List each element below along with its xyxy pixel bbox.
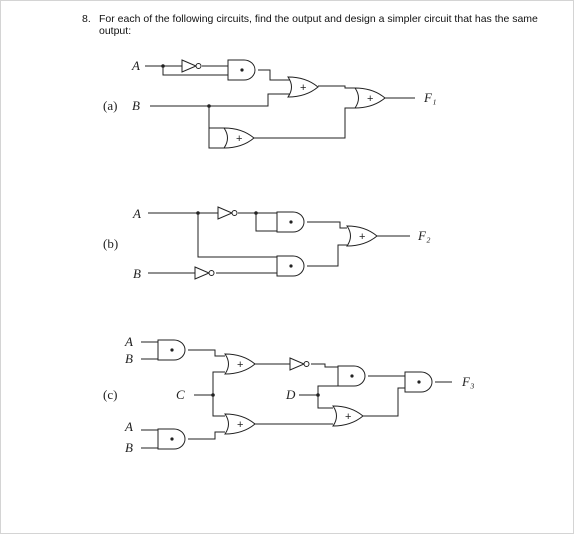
circuit-b-not-gate-2 <box>194 266 215 280</box>
circuit-a: (a) A B <box>103 58 436 149</box>
question-number: 8. <box>82 13 91 25</box>
circuit-a-or-gate-3 <box>223 127 255 149</box>
circuit-c-input-b1: B <box>125 351 133 366</box>
circuit-a-or-gate-1 <box>287 76 319 98</box>
circuit-b-and-gate-2 <box>276 255 305 277</box>
circuit-c-or-gate-1 <box>224 353 256 375</box>
circuit-b-or-gate <box>346 225 378 247</box>
circuit-c: (c) A B C D A B <box>103 334 474 455</box>
circuit-a-output-f1: F₁ <box>423 90 436 105</box>
circuit-c-input-a1: A <box>124 334 133 349</box>
circuit-c-input-b2: B <box>125 440 133 455</box>
circuit-b-input-a: A <box>132 206 141 221</box>
question-text: For each of the following circuits, find… <box>99 13 538 37</box>
circuit-c-and-gate-4 <box>404 371 433 393</box>
circuit-c-input-c: C <box>176 387 185 402</box>
circuit-b-label: (b) <box>103 236 118 251</box>
circuit-c-and-gate-1 <box>157 339 186 361</box>
circuit-b-and-gate-1 <box>276 211 305 233</box>
circuit-c-and-gate-3 <box>337 365 366 387</box>
circuit-a-label: (a) <box>103 98 117 113</box>
circuit-c-not-gate <box>289 357 310 371</box>
circuit-a-wires <box>145 62 415 149</box>
circuit-c-and-gate-2 <box>157 428 186 450</box>
circuit-b-input-b: B <box>133 266 141 281</box>
circuit-b-wires <box>148 211 410 274</box>
circuit-a-input-a: A <box>131 58 140 73</box>
circuit-c-wires <box>141 341 452 449</box>
circuit-a-not-gate <box>181 59 202 73</box>
circuit-c-or-gate-3 <box>332 405 364 427</box>
circuit-b-not-gate-1 <box>217 206 238 220</box>
circuit-c-label: (c) <box>103 387 117 402</box>
circuit-b: (b) A B F₂ <box>103 206 431 281</box>
circuit-c-or-gate-2 <box>224 413 256 435</box>
circuit-c-input-d: D <box>285 387 296 402</box>
circuit-a-or-gate-2 <box>354 87 386 109</box>
circuit-b-output-f2: F₂ <box>417 228 431 243</box>
circuit-a-and-gate <box>227 59 256 81</box>
circuit-c-input-a2: A <box>124 419 133 434</box>
circuit-a-input-b: B <box>132 98 140 113</box>
circuit-c-output-f3: F₃ <box>461 374 474 389</box>
